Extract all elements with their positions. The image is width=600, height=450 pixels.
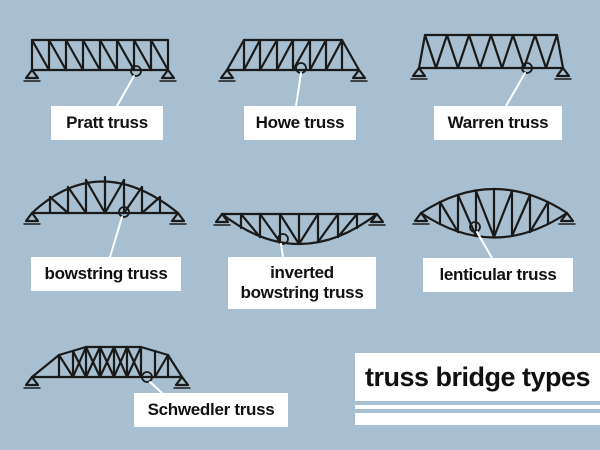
decorative-strip-bottom — [355, 413, 600, 425]
schwedler-truss-drawing — [23, 345, 191, 389]
inverted-bowstring-truss-label-line2: bowstring truss — [240, 283, 364, 302]
bowstring-truss-drawing — [23, 175, 187, 225]
howe-truss-drawing — [218, 38, 368, 82]
warren-truss-drawing — [410, 33, 572, 80]
schwedler-truss-label: Schwedler truss — [134, 393, 288, 427]
pratt-truss-drawing — [23, 38, 177, 82]
warren-truss-label: Warren truss — [434, 106, 562, 140]
lenticular-truss-drawing — [412, 187, 576, 239]
bowstring-truss-label: bowstring truss — [31, 257, 181, 291]
inverted-bowstring-truss-label: inverted bowstring truss — [228, 257, 376, 309]
leader-lines — [109, 72, 526, 394]
lenticular-truss-label: lenticular truss — [423, 258, 573, 292]
pratt-truss-label: Pratt truss — [51, 106, 163, 140]
decorative-strip-top — [355, 405, 600, 409]
diagram-title: truss bridge types — [364, 361, 591, 392]
title-box: truss bridge types — [355, 353, 600, 401]
howe-truss-label: Howe truss — [244, 106, 356, 140]
inverted-bowstring-truss-drawing — [213, 212, 386, 246]
inverted-bowstring-truss-label-line1: inverted — [270, 263, 334, 282]
